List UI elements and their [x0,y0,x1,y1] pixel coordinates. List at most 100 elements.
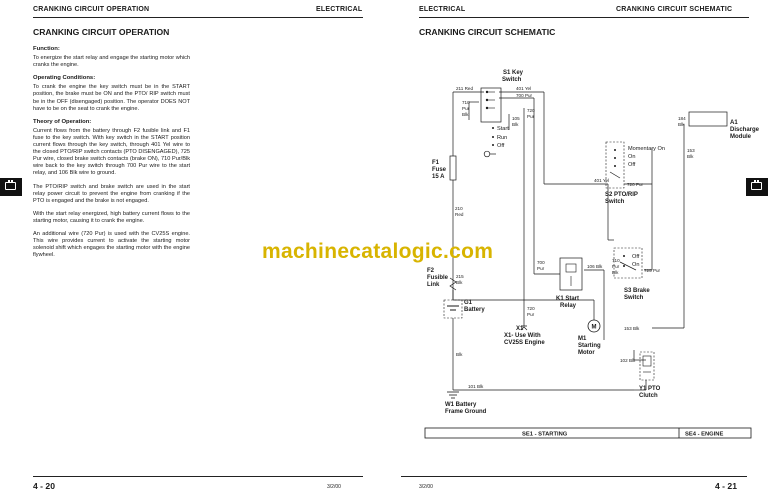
watermark: machinecatalogic.com [262,240,494,263]
a1-name: A1 [730,120,738,126]
s2-momentary: Momentary On [628,146,665,152]
ground-symbol [447,391,459,399]
header-section: ELECTRICAL [316,6,363,13]
s3-on: On [632,262,639,268]
footer-page-number: 4 - 20 [33,481,55,491]
wire-label-710c: Blk [462,112,469,117]
s1-name: S1 Key [503,70,524,76]
wire-label-700b: 700 [537,260,545,265]
header-rule [419,17,749,18]
theory-paragraph-1: Current flows from the battery through F… [33,127,190,177]
left-page: CRANKING CIRCUIT OPERATION ELECTRICAL CR… [0,6,363,491]
theory-paragraph-4: An additional wire (720 Pur) is used wit… [33,230,190,259]
schematic-caption-bar: SE1 - STARTING SE4 - ENGINE [424,427,752,439]
footer-rule [401,476,747,477]
footer-date: 3/2/00 [419,484,433,490]
wire-label-710s3c: Blk [612,270,619,275]
wire-label-106: 106 Blk [587,264,603,269]
a1-sub1: Discharge [730,127,760,133]
battery-tab-icon [746,178,768,196]
conditions-text: To crank the engine the key switch must … [33,84,190,112]
wire-label-184: 184 [678,116,686,121]
wire-label-210: 210 [455,206,463,211]
s1-run: Run [497,135,507,141]
svg-text:M: M [592,325,597,331]
wire-label-720xb: Pur [527,312,535,317]
schematic-wires [452,91,685,391]
function-text: To energize the start relay and engage t… [33,55,190,69]
theory-heading: Theory of Operation: [33,118,92,125]
m1-sub2: Motor [578,350,595,356]
s1-start: Start [497,126,509,132]
wire-label-211: 211 Red [456,86,473,91]
footer-page-number: 4 - 21 [715,481,737,491]
wire-label-401a: 401 Yel [516,86,531,91]
wire-label-401b: 401 Yel [594,178,609,183]
page-title: CRANKING CIRCUIT SCHEMATIC [419,27,556,37]
f2-name: F2 [427,268,435,274]
header-title: CRANKING CIRCUIT OPERATION [33,6,150,13]
f1-name: F1 [432,160,440,166]
theory-paragraph-2: The PTO/RIP switch and brake switch are … [33,183,190,204]
fusible-link-symbol [449,277,457,291]
g1-sub: Battery [464,307,485,313]
wire-label-710s3b: Pur [612,264,620,269]
wire-label-blk: Blk [456,352,463,357]
x1-sub2: CV25S Engine [504,340,545,346]
pto-switch-symbol [605,141,625,189]
y1-sub: Clutch [639,393,658,399]
wire-label-105: 105 [512,116,520,121]
f2-sub1: Fusible [427,275,449,281]
caption-starting: SE1 - STARTING [522,432,568,438]
f2-sub2: Link [427,282,440,288]
s2-sub: Switch [605,199,625,205]
f1-sub2: 15 A [432,174,445,180]
s1-sub: Switch [502,77,522,83]
page-title: CRANKING CIRCUIT OPERATION [33,27,170,37]
fuse-f1-symbol [449,155,457,181]
s3-off: Off [632,254,640,260]
wire-label-215b: Blk [456,280,463,285]
wire-label-101: 101 Blk [468,384,484,389]
function-heading: Function: [33,46,60,52]
w1-name: W1 Battery [445,402,477,408]
f1-sub1: Fuse [432,167,447,173]
battery-symbol [443,299,463,319]
header-rule [33,17,363,18]
brake-switch-symbol [613,247,643,279]
header-title: CRANKING CIRCUIT SCHEMATIC [616,6,733,13]
a1-sub2: Module [730,134,752,140]
wire-label-153b: Blk [687,154,694,159]
cranking-circuit-schematic: M S1 Key Switch Start Run Off A1 Dischar… [424,70,760,439]
wire-label-153: 153 [687,148,695,153]
m1-name: M1 [578,336,587,342]
m1-sub1: Starting [578,343,601,349]
caption-engine: SE4 - ENGINE [685,432,723,438]
w1-sub: Frame Ground [445,409,487,415]
theory-paragraph-3: With the start relay energized, high bat… [33,210,190,224]
y1-name: Y1 PTO [639,386,661,392]
s2-on: On [628,154,635,160]
wire-label-105b: Blk [512,122,519,127]
x1-sub1: X1- Use With [504,333,541,339]
wire-label-710: 710 [462,100,470,105]
connector-x1-symbol [520,325,528,331]
k1-sub: Relay [560,303,577,309]
wire-label-210b: Red [455,212,464,217]
pto-clutch-symbol [639,351,655,381]
battery-tab-icon [0,178,22,196]
conditions-heading: Operating Conditions: [33,75,96,82]
header-section: ELECTRICAL [419,6,466,13]
wire-label-710s3: 710 [612,258,620,263]
starting-motor-symbol: M [587,319,601,333]
wire-label-720c: 720 Pur [627,182,644,187]
wire-label-710b: Pur [462,106,470,111]
s2-off: Off [628,162,636,168]
wire-label-215: 215 [456,274,464,279]
body-text: Function: To energize the start relay an… [33,46,190,265]
s3-name: S3 Brake [624,288,650,294]
key-switch-symbol [480,87,502,158]
s2-name: S2 PTO/RIP [605,192,638,198]
right-page: ELECTRICAL CRANKING CIRCUIT SCHEMATIC CR… [384,0,768,497]
s1-off: Off [497,143,505,149]
